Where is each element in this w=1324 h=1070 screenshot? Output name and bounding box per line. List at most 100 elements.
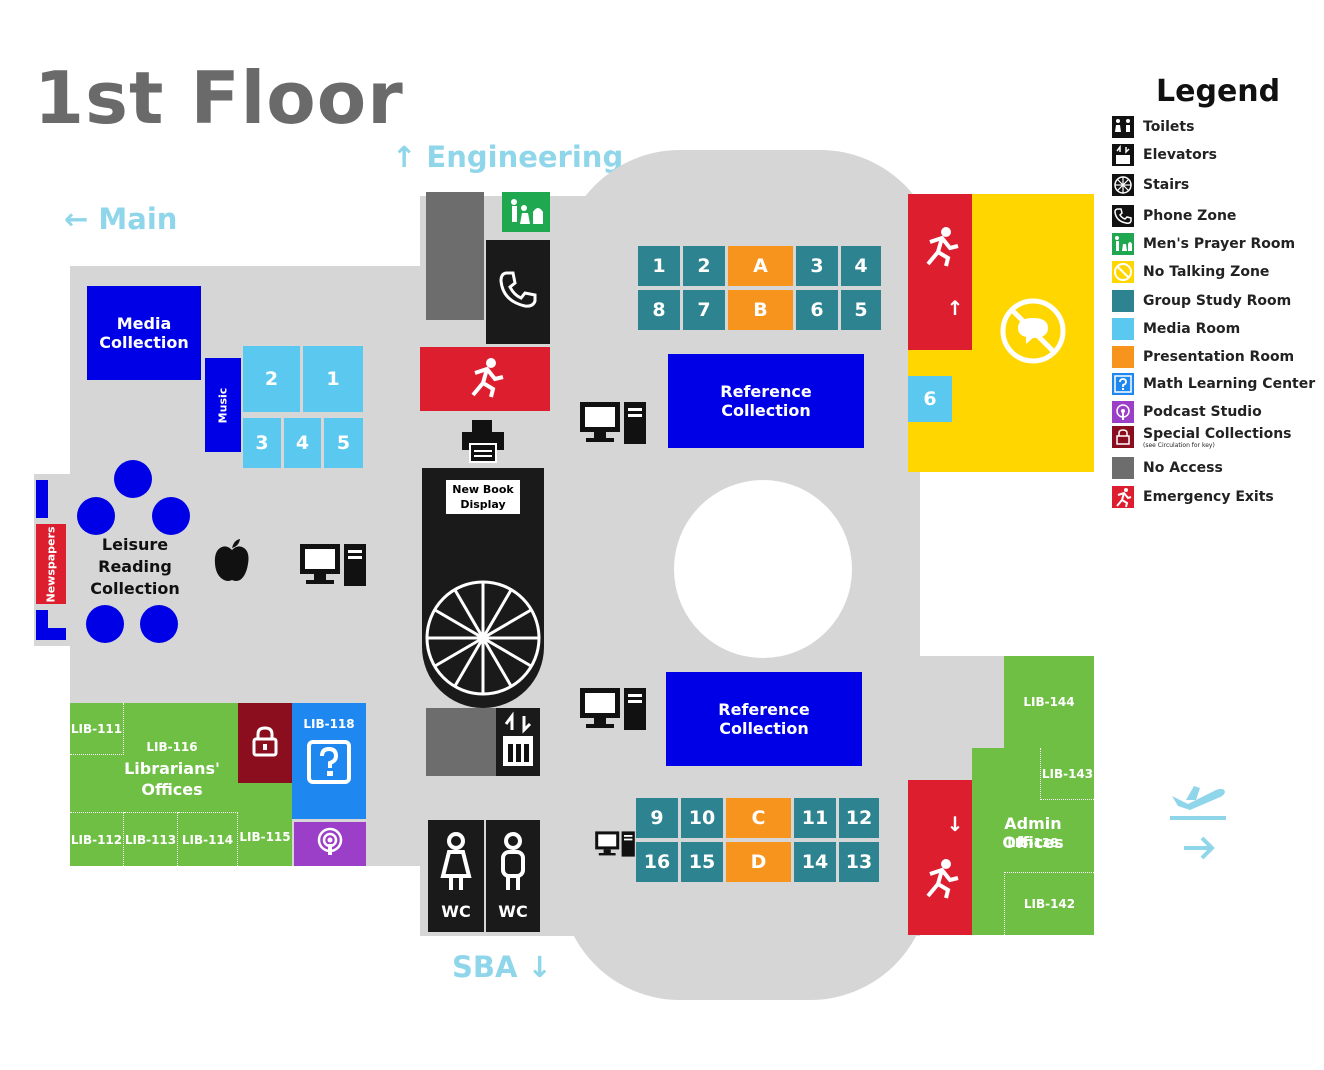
leisure-reading-label: Leisure Reading Collection bbox=[90, 535, 180, 598]
computer-icon[interactable] bbox=[594, 830, 636, 862]
group-study-room-1[interactable]: 1 bbox=[638, 246, 680, 286]
legend-title: Legend bbox=[1156, 74, 1281, 109]
librarians-offices-label: Librarians' Offices bbox=[124, 759, 220, 799]
presentation-room-swatch bbox=[1112, 346, 1134, 368]
phone-icon bbox=[1112, 205, 1134, 227]
podcast-icon bbox=[1112, 401, 1134, 423]
group-study-room-16[interactable]: 16 bbox=[636, 842, 678, 882]
group-study-room-5[interactable]: 5 bbox=[841, 290, 881, 330]
legend-sublabel: (see Circulation for key) bbox=[1143, 441, 1215, 449]
media-room-6[interactable]: 6 bbox=[908, 376, 952, 422]
phone-zone[interactable] bbox=[486, 240, 550, 344]
group-study-room-8[interactable]: 8 bbox=[638, 290, 680, 330]
group-study-room-6[interactable]: 6 bbox=[796, 290, 838, 330]
lock-icon bbox=[1112, 426, 1134, 448]
special-collections[interactable] bbox=[238, 703, 292, 783]
toilet-men[interactable]: WC bbox=[486, 820, 540, 932]
new-book-display-stairs: New Book Display bbox=[422, 468, 544, 708]
emergency-exit-icon bbox=[1112, 486, 1134, 508]
legend-item: Elevators bbox=[1112, 144, 1217, 166]
legend-item: Media Room bbox=[1112, 318, 1240, 340]
room-lib-143[interactable]: LIB-143 bbox=[1040, 748, 1094, 800]
man-icon bbox=[496, 831, 530, 896]
airport-icon bbox=[1168, 776, 1228, 866]
toilet-women[interactable]: WC bbox=[428, 820, 484, 932]
legend-label: No Access bbox=[1143, 460, 1223, 476]
direction-main[interactable]: ← Main bbox=[64, 202, 177, 236]
phone-icon bbox=[495, 267, 541, 317]
group-study-room-15[interactable]: 15 bbox=[681, 842, 723, 882]
group-study-room-9[interactable]: 9 bbox=[636, 798, 678, 838]
prayer-room-icon[interactable] bbox=[502, 192, 550, 232]
legend-label: Group Study Room bbox=[1143, 293, 1292, 309]
newspapers-label: Newspapers bbox=[44, 526, 58, 602]
media-collection[interactable]: Media Collection bbox=[87, 286, 201, 380]
room-lib-144[interactable]: LIB-144 bbox=[1004, 656, 1094, 748]
printer-icon[interactable] bbox=[460, 418, 506, 464]
room-lib-138[interactable]: LIB-138 bbox=[1007, 836, 1059, 850]
reference-collection-top[interactable]: Reference Collection bbox=[668, 354, 864, 448]
group-study-room-14[interactable]: 14 bbox=[794, 842, 836, 882]
presentation-room-c[interactable]: C bbox=[726, 798, 791, 838]
seat bbox=[77, 497, 115, 535]
room-lib-142[interactable]: LIB-142 bbox=[1004, 872, 1094, 935]
question-icon bbox=[1112, 373, 1134, 395]
emergency-exit-center[interactable] bbox=[420, 347, 550, 411]
legend-item: Phone Zone bbox=[1112, 205, 1236, 227]
emergency-exit-icon bbox=[918, 224, 962, 272]
room-lib-113[interactable]: LIB-113 bbox=[124, 812, 178, 866]
computer-icon[interactable] bbox=[578, 400, 648, 450]
group-study-room-2[interactable]: 2 bbox=[683, 246, 725, 286]
emergency-exit-southeast[interactable]: ↓ bbox=[908, 780, 972, 935]
group-study-room-12[interactable]: 12 bbox=[839, 798, 879, 838]
elevator[interactable] bbox=[496, 708, 540, 776]
media-room-3[interactable]: 3 bbox=[243, 418, 281, 468]
wc-men-label: WC bbox=[498, 901, 528, 921]
room-lib-114[interactable]: LIB-114 bbox=[178, 812, 238, 866]
emergency-exit-icon bbox=[463, 355, 507, 403]
computer-icon[interactable] bbox=[578, 686, 648, 736]
direction-engineering[interactable]: ↑ Engineering bbox=[392, 140, 623, 174]
legend-item: Presentation Room bbox=[1112, 346, 1294, 368]
room-lib-111[interactable]: LIB-111 bbox=[70, 703, 124, 755]
group-study-room-13[interactable]: 13 bbox=[839, 842, 879, 882]
arrow-left-icon: ← bbox=[64, 202, 89, 236]
computer-icon[interactable] bbox=[298, 542, 368, 592]
legend-item: No Access bbox=[1112, 457, 1223, 479]
reference-collection-bottom[interactable]: Reference Collection bbox=[666, 672, 862, 766]
group-study-room-4[interactable]: 4 bbox=[841, 246, 881, 286]
podcast-studio[interactable] bbox=[294, 822, 366, 866]
group-study-room-11[interactable]: 11 bbox=[794, 798, 836, 838]
direction-engineering-label: Engineering bbox=[426, 140, 624, 174]
seat bbox=[86, 605, 124, 643]
legend-label: Presentation Room bbox=[1143, 349, 1295, 365]
media-room-4[interactable]: 4 bbox=[284, 418, 321, 468]
group-study-room-7[interactable]: 7 bbox=[683, 290, 725, 330]
room-lib-115[interactable]: LIB-115 bbox=[238, 783, 292, 866]
presentation-room-a[interactable]: A bbox=[728, 246, 793, 286]
room-lib-116[interactable]: LIB-116 bbox=[146, 740, 198, 754]
group-study-room-3[interactable]: 3 bbox=[796, 246, 838, 286]
media-room-2[interactable]: 2 bbox=[243, 346, 300, 412]
question-icon bbox=[306, 739, 352, 789]
legend-item: Special Collections(see Circulation for … bbox=[1112, 426, 1292, 449]
presentation-room-d[interactable]: D bbox=[726, 842, 791, 882]
woman-icon bbox=[439, 831, 473, 896]
legend-label: No Talking Zone bbox=[1143, 264, 1270, 280]
legend-label: Men's Prayer Room bbox=[1143, 236, 1296, 252]
media-room-5[interactable]: 5 bbox=[324, 418, 363, 468]
apple-icon[interactable] bbox=[212, 538, 252, 586]
newspapers-section[interactable]: Newspapers bbox=[36, 524, 66, 604]
legend-label: Emergency Exits bbox=[1143, 489, 1274, 505]
media-room-1[interactable]: 1 bbox=[303, 346, 363, 412]
group-study-room-10[interactable]: 10 bbox=[681, 798, 723, 838]
math-learning-center[interactable]: LIB-118 bbox=[292, 703, 366, 819]
emergency-exit-northeast[interactable]: ↑ bbox=[908, 194, 972, 350]
arrow-down-icon: ↓ bbox=[946, 811, 964, 836]
direction-sba[interactable]: SBA ↓ bbox=[452, 950, 552, 984]
music-section[interactable]: Music bbox=[205, 358, 241, 452]
presentation-room-b[interactable]: B bbox=[728, 290, 793, 330]
no-access-swatch bbox=[1112, 457, 1134, 479]
no-access-area-elevator bbox=[426, 708, 496, 776]
room-lib-112[interactable]: LIB-112 bbox=[70, 812, 124, 866]
